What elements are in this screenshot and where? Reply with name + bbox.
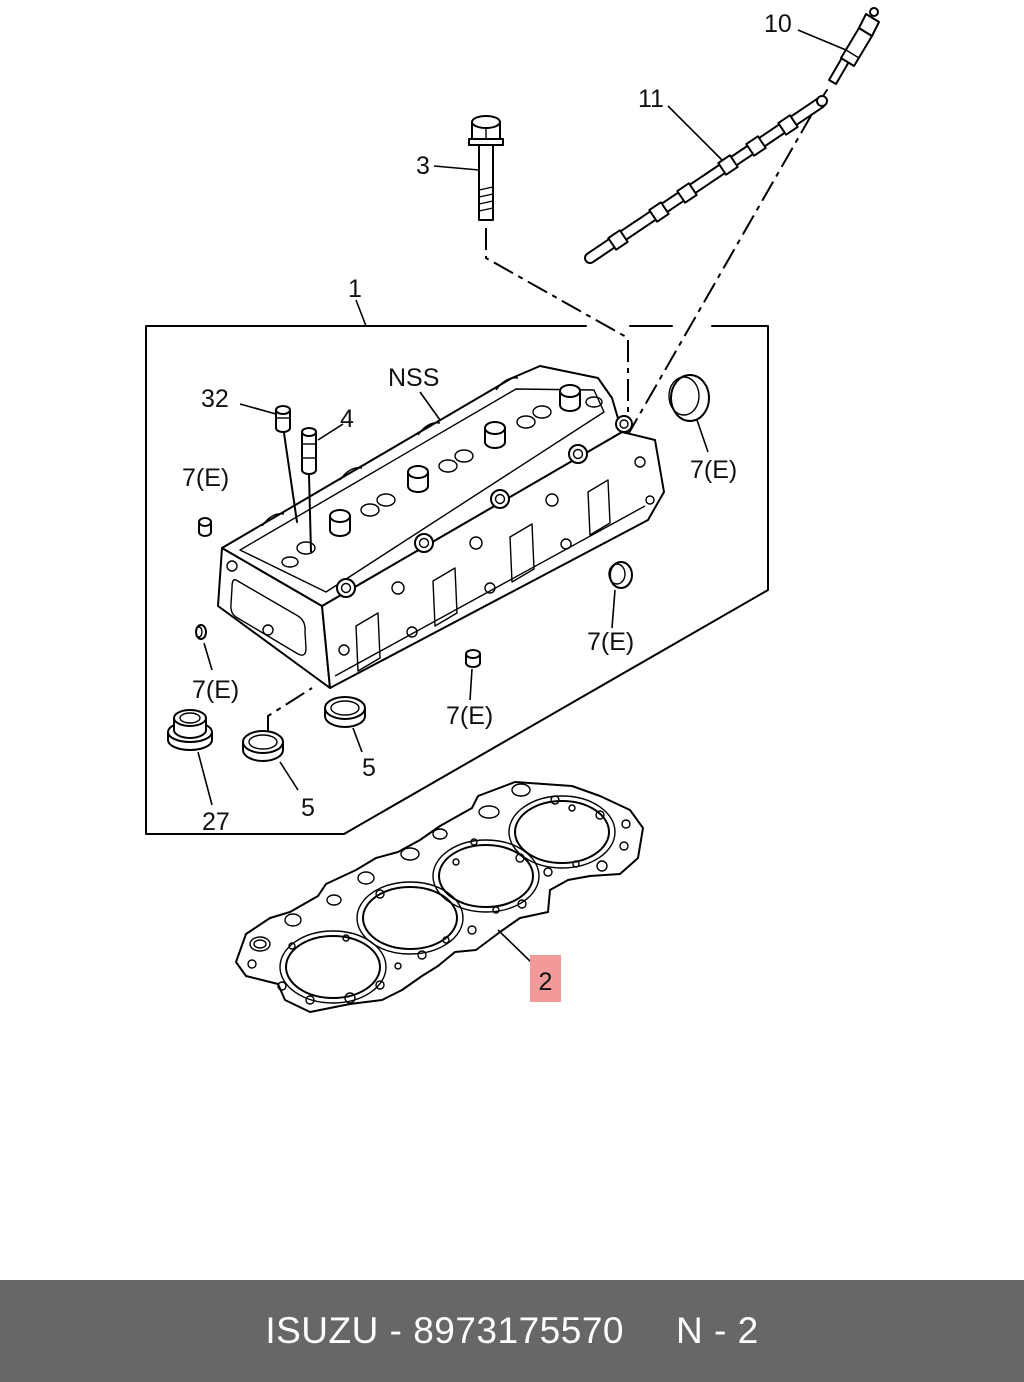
seal-right [324, 696, 366, 728]
bolt-threads [478, 186, 494, 212]
leak-off-pipe-leader [667, 105, 723, 161]
gasket-outline [235, 781, 644, 1013]
footer-part-number: ISUZU - 8973175570 [265, 1310, 624, 1351]
nss-callout: NSS [388, 364, 439, 392]
boundary-outline [145, 325, 769, 835]
gasket-callout-highlight [530, 955, 561, 1002]
seal-27-callout: 27 [202, 808, 230, 836]
head-gasket [235, 781, 644, 1013]
plug-bottom-leader [469, 668, 473, 701]
plug-front-cup-leader [611, 589, 616, 629]
left-face-hole [262, 624, 274, 636]
pipe-fitting [745, 135, 767, 157]
seal-right-callout: 5 [362, 754, 376, 782]
head-flange-line [334, 505, 646, 677]
leak-off-pipe-callout: 11 [638, 85, 664, 113]
glow-plug-callout: 10 [764, 10, 792, 38]
plug-bottom [465, 649, 481, 668]
plug-front-cup [608, 561, 633, 589]
plug-left-lower [195, 624, 207, 640]
pipe-fitting [717, 154, 739, 176]
plug-top-left [198, 517, 212, 537]
seal-27-leader [197, 751, 213, 806]
plug-top-left-callout: 7(E) [182, 464, 229, 492]
footer-bar: ISUZU - 8973175570 N - 2 [0, 1280, 1024, 1382]
front-face-holes [338, 456, 655, 656]
head-assembly-callout: 1 [348, 275, 362, 303]
part-32-leader [239, 403, 277, 415]
glow-plug-band [845, 49, 860, 59]
seal-left-leader [279, 761, 299, 791]
left-face-slot [230, 578, 307, 656]
nss-leader [419, 391, 441, 421]
plug-left-lower-callout: 7(E) [192, 676, 239, 704]
glow-plug-leader [797, 29, 847, 51]
part-4-install-line [308, 474, 312, 553]
part-4-leader [317, 423, 344, 441]
footer-page: N - 2 [675, 1310, 759, 1351]
head-bolt-leader [433, 165, 480, 171]
part-4-callout: 4 [340, 405, 354, 433]
pipe-fitting [676, 182, 698, 204]
side-ports [355, 479, 611, 672]
seal-install-line [267, 687, 313, 734]
pipe-end-stub [822, 89, 828, 97]
gasket-bore [508, 795, 616, 869]
seal-right-leader [352, 727, 363, 753]
part-4-guide [301, 427, 317, 475]
plug-right-cup-callout: 7(E) [690, 456, 737, 484]
gasket-bore [356, 881, 464, 955]
plug-bottom-callout: 7(E) [446, 702, 493, 730]
gasket-holes [247, 783, 631, 1005]
head-bolt-callout: 3 [416, 152, 430, 180]
injector-boss [329, 509, 351, 537]
valve-seats [281, 396, 603, 568]
parts-diagram: 10 11 3 1 [145, 7, 880, 1013]
pipe-end-eye [816, 95, 828, 107]
glow-plug-terminal [869, 7, 879, 17]
seal-left-callout: 5 [301, 794, 315, 822]
injector-boss [484, 421, 506, 449]
pipe-fitting [777, 114, 799, 136]
plug-front-cup-callout: 7(E) [587, 628, 634, 656]
left-face-hole [226, 560, 238, 572]
glow-plug [828, 7, 880, 85]
leak-off-pipe [584, 89, 828, 264]
gasket-bore [432, 839, 540, 913]
cam-saddles [261, 377, 519, 527]
head-assembly-leader [355, 299, 367, 327]
part-32-callout: 32 [201, 385, 229, 413]
seal-27 [167, 709, 213, 751]
plug-right-cup [668, 374, 710, 422]
part-32-install-line [283, 432, 298, 523]
glow-plug-hex [858, 13, 880, 37]
gasket-callout: 2 [539, 968, 553, 996]
bolt-install-line [485, 228, 629, 420]
injector-boss [559, 384, 581, 412]
gasket-bore [279, 930, 387, 1004]
head-cover-rail [239, 388, 605, 593]
pipe-fitting [648, 201, 670, 223]
part-32-cap [275, 405, 291, 433]
cylinder-head [217, 365, 665, 689]
head-bolt-bosses [336, 415, 633, 598]
injector-boss [407, 465, 429, 493]
plug-right-cup-leader [696, 419, 709, 453]
bolt-head-top [471, 115, 501, 129]
head-assembly-boundary [145, 325, 769, 835]
pipe-install-line [617, 113, 813, 453]
head-bolt [468, 115, 504, 221]
plug-left-lower-leader [203, 642, 213, 671]
seal-left [242, 730, 284, 762]
gasket-leader [497, 929, 532, 963]
pipe-fitting [607, 229, 629, 251]
